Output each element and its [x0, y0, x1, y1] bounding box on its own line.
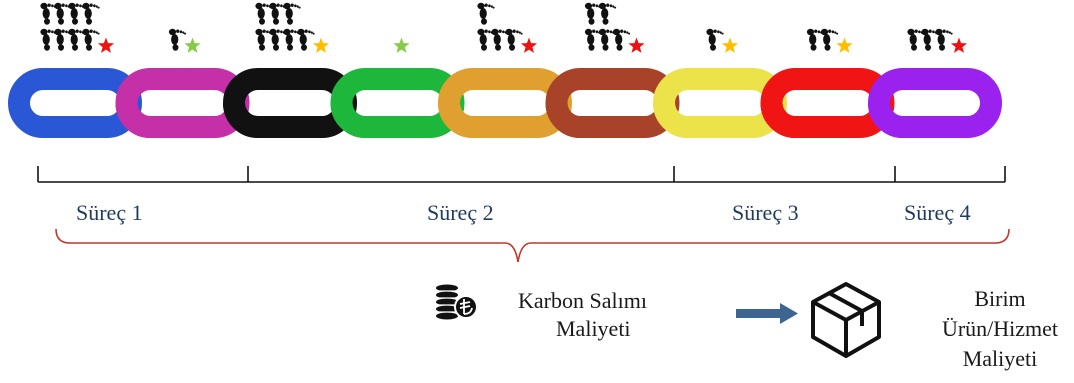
green-star-icon: [184, 37, 201, 53]
chain-link-overlap-4: [330, 102, 367, 138]
total-cost-brace: [55, 228, 1010, 263]
chain-link-overlap-3: [223, 102, 259, 138]
unit-cost-line-3: Maliyeti: [963, 346, 1038, 371]
red-star-icon: [520, 37, 538, 53]
footprint-icon: [82, 2, 100, 25]
footprint-icon: [477, 2, 495, 25]
gold-star-icon: [721, 37, 739, 53]
chain: [8, 68, 1002, 138]
carbon-cost-line-2: Maliyeti: [556, 316, 631, 341]
carbon-cost-line-1: Karbon Salımı: [518, 288, 647, 313]
chain-overlaps: [115, 102, 904, 138]
chain-link-overlap-5: [438, 102, 474, 138]
footprint-icon: [598, 2, 617, 25]
process-label-1: Süreç 1: [76, 200, 143, 225]
chain-link-overlap-9: [868, 102, 904, 138]
red-star-icon: [628, 37, 645, 53]
gold-star-icon: [836, 37, 853, 53]
coin-stack-lira-icon: [436, 284, 478, 320]
process-brackets: [37, 166, 1006, 183]
process-label-4: Süreç 4: [904, 200, 971, 225]
chain-link-1: [8, 68, 142, 138]
process-label-2: Süreç 2: [427, 200, 494, 225]
footprint-icon: [706, 28, 724, 51]
box-icon: [811, 282, 881, 358]
footprint-icon: [612, 28, 631, 51]
chain-link-overlap-8: [760, 102, 797, 138]
process-label-3: Süreç 3: [732, 200, 799, 225]
footprint-icon: [935, 28, 953, 51]
unit-cost-line-1: Birim: [974, 286, 1025, 311]
footprint-icon: [82, 28, 100, 51]
footprint-icon: [283, 2, 301, 25]
chain-link-overlap-7: [653, 102, 689, 138]
red-star-icon: [97, 37, 115, 53]
chain-link-overlap-6: [545, 102, 582, 138]
chain-link-overlap-2: [115, 102, 152, 138]
footprint-icon: [297, 28, 315, 51]
green-star-icon: [393, 37, 410, 53]
right-arrow-icon: [736, 303, 798, 324]
footprint-icon: [168, 28, 187, 51]
red-star-icon: [950, 37, 968, 53]
carbon-footprints: [40, 2, 968, 53]
unit-cost-line-2: Ürün/Hizmet: [942, 316, 1058, 341]
footprint-icon: [820, 28, 839, 51]
gold-star-icon: [312, 37, 330, 53]
footprint-icon: [505, 28, 523, 51]
